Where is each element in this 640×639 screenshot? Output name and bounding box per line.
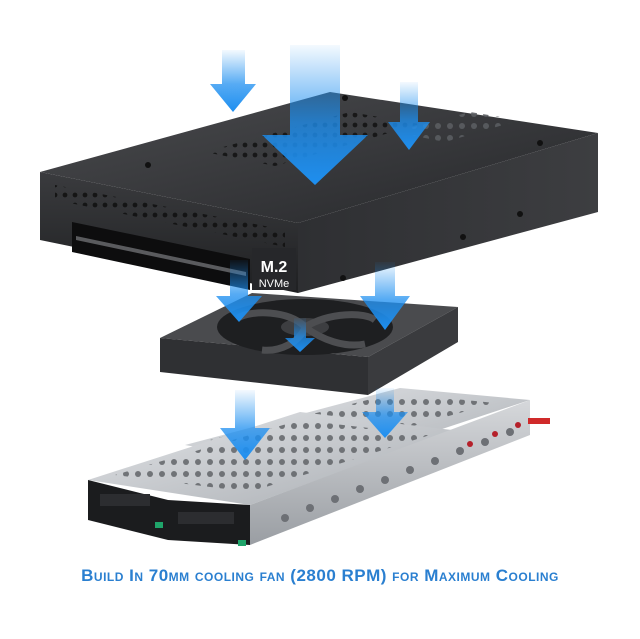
m2-badge xyxy=(252,248,296,290)
drive-trays xyxy=(88,388,550,546)
caption: Build In 70mm cooling fan (2800 RPM) for… xyxy=(81,566,559,585)
badge-line2: NVMe xyxy=(259,278,290,290)
enclosure: M.2 NVMe xyxy=(40,92,598,293)
airflow-arrows xyxy=(210,45,430,460)
down-arrow-icon xyxy=(360,262,410,330)
cooling-fan xyxy=(160,293,458,395)
down-arrow-icon xyxy=(210,50,256,112)
down-arrow-icon xyxy=(262,45,368,185)
down-arrow-icon xyxy=(220,390,270,460)
down-arrow-icon xyxy=(216,260,262,322)
enclosure-side xyxy=(298,133,598,293)
tray-led-left xyxy=(155,522,163,528)
tray-led-right xyxy=(238,540,246,546)
down-arrow-icon xyxy=(388,82,430,150)
down-arrow-icon xyxy=(285,318,315,352)
down-arrow-icon xyxy=(362,388,408,438)
badge-line1: M.2 xyxy=(261,259,288,276)
